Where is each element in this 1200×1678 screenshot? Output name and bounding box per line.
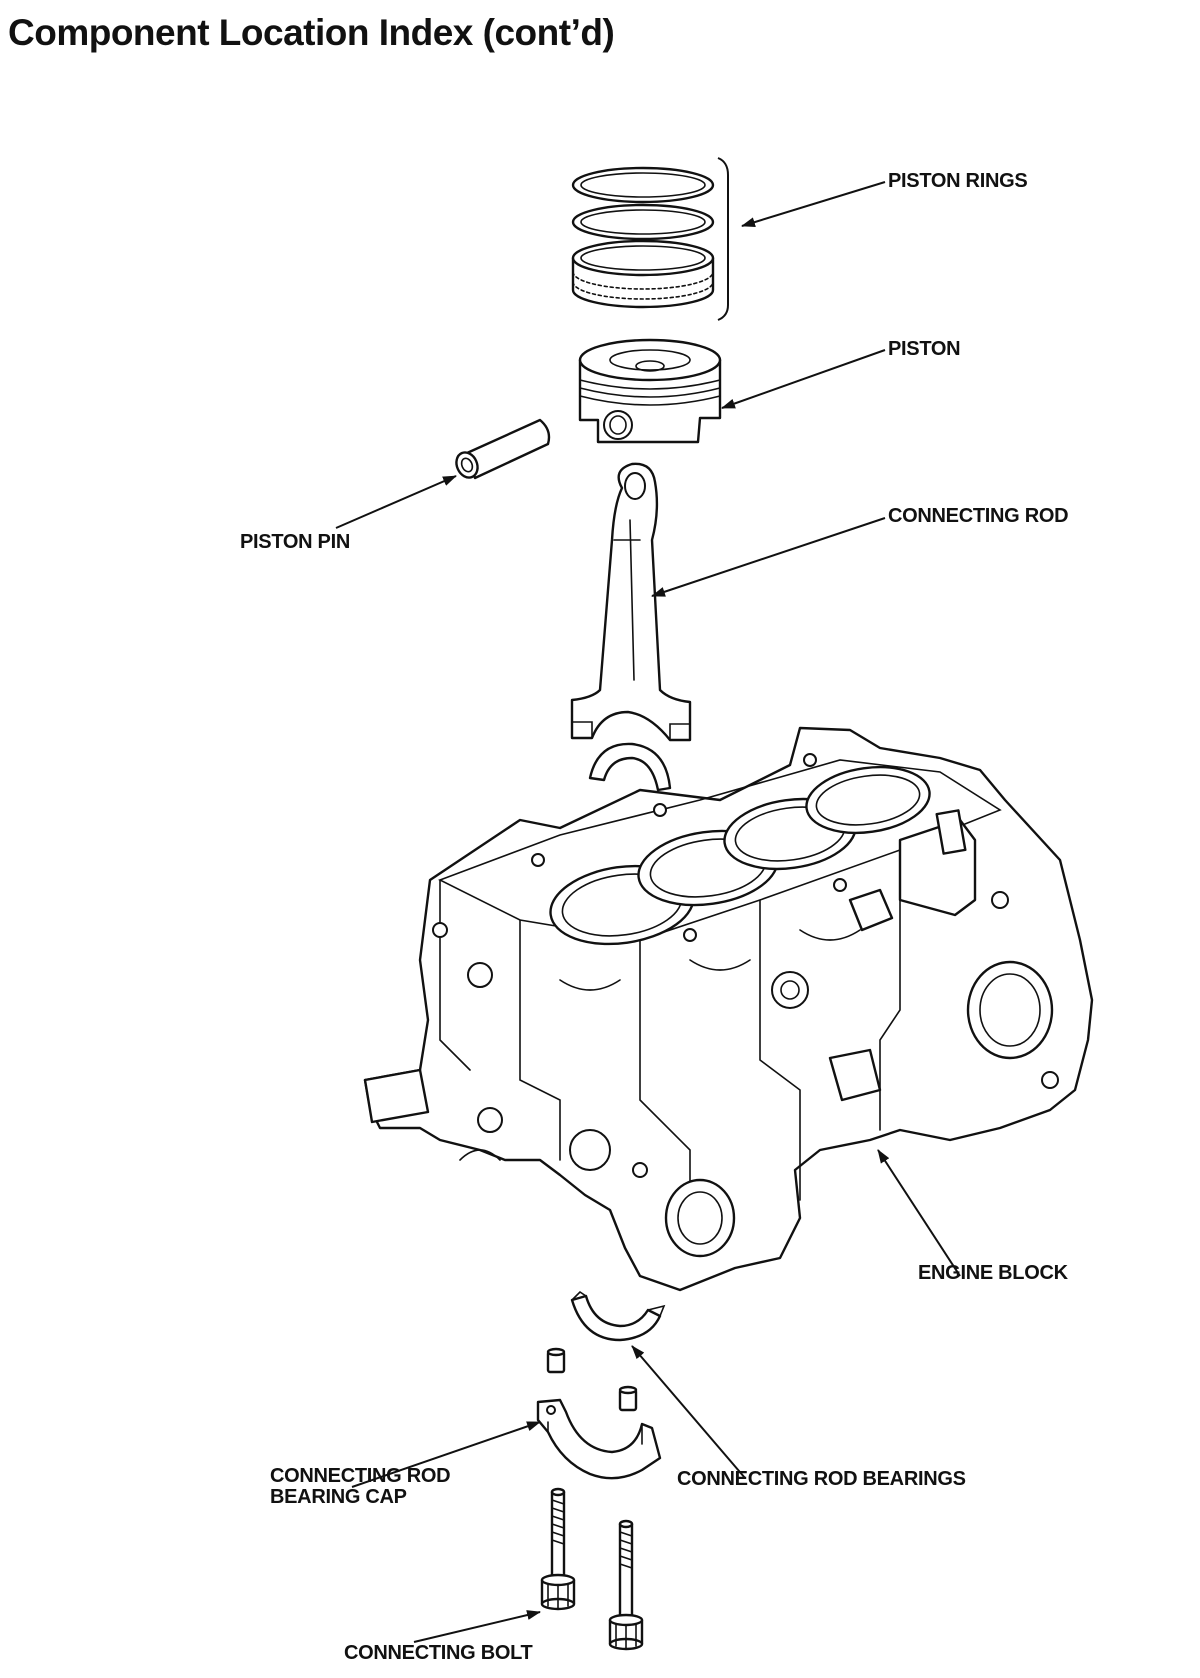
connecting-rod-illustration xyxy=(570,462,692,742)
bearing-cap-illustration xyxy=(536,1398,662,1480)
piston-leader xyxy=(721,349,886,409)
page-title: Component Location Index (cont’d) xyxy=(8,12,615,53)
lower-bearing-shell xyxy=(570,1290,666,1342)
label-piston-rings: PISTON RINGS xyxy=(888,170,1028,192)
upper-bearing-shell xyxy=(588,742,672,792)
label-bearing-cap-line2: BEARING CAP xyxy=(270,1486,407,1508)
connecting-bolts xyxy=(540,1487,644,1651)
label-connecting-rod: CONNECTING ROD xyxy=(888,505,1069,527)
label-bearing-cap: CONNECTING ROD BEARING CAP xyxy=(270,1465,451,1508)
label-piston-pin: PISTON PIN xyxy=(240,531,350,553)
label-engine-block: ENGINE BLOCK xyxy=(918,1262,1068,1284)
label-connecting-bolt: CONNECTING BOLT xyxy=(344,1642,533,1664)
piston-rings-leader xyxy=(741,181,886,227)
connecting-rod-leader xyxy=(651,517,886,597)
label-piston: PISTON xyxy=(888,338,961,360)
dowel-pins xyxy=(546,1347,638,1412)
piston-illustration xyxy=(578,338,722,444)
connecting-rod-bearings-leader xyxy=(631,1345,746,1479)
bearing-cap-leader xyxy=(351,1421,541,1488)
piston-rings-illustration xyxy=(571,157,729,321)
connecting-bolt-leader xyxy=(413,1610,541,1643)
engine-block-illustration xyxy=(363,726,1094,1292)
piston-pin-leader xyxy=(335,475,457,529)
label-connecting-rod-bearings: CONNECTING ROD BEARINGS xyxy=(677,1468,966,1490)
engine-block-leader xyxy=(877,1149,961,1277)
label-bearing-cap-line1: CONNECTING ROD xyxy=(270,1465,451,1487)
piston-pin-illustration xyxy=(455,418,551,480)
